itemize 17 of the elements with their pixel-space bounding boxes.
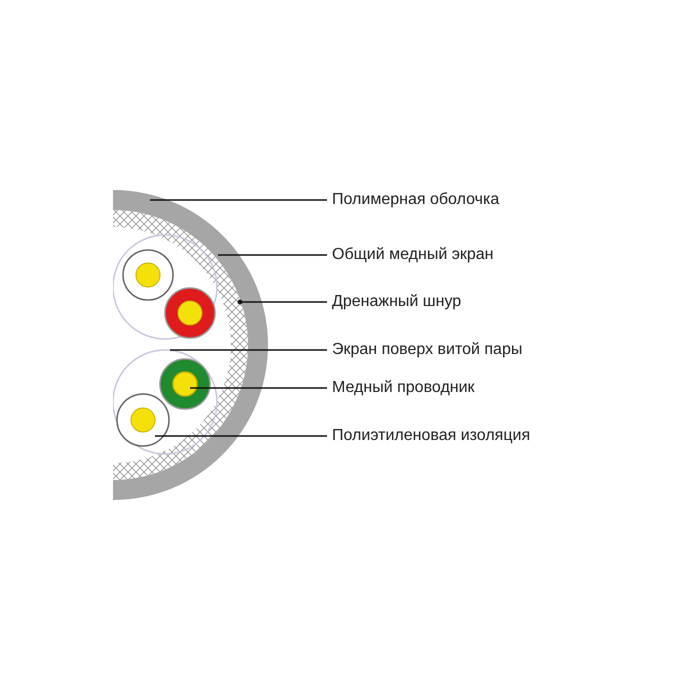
leader-line xyxy=(150,199,327,201)
leader-line xyxy=(190,387,327,389)
outer-jacket xyxy=(113,190,268,500)
braided-shield xyxy=(113,210,248,480)
pair-shield xyxy=(113,349,218,455)
leader-line xyxy=(218,254,327,256)
part-label: Экран поверх витой пары xyxy=(332,340,522,360)
leader-line xyxy=(240,301,327,303)
leader-line xyxy=(170,349,327,351)
part-label: Общий медный экран xyxy=(332,245,494,265)
copper-conductor xyxy=(172,371,198,397)
part-label: Медный проводник xyxy=(332,378,475,398)
part-label: Полимерная оболочка xyxy=(332,190,500,210)
drain-wire xyxy=(238,300,242,304)
part-label: Полиэтиленовая изоляция xyxy=(332,426,530,446)
part-label: Дренажный шнур xyxy=(332,292,462,312)
leader-line xyxy=(155,435,327,437)
